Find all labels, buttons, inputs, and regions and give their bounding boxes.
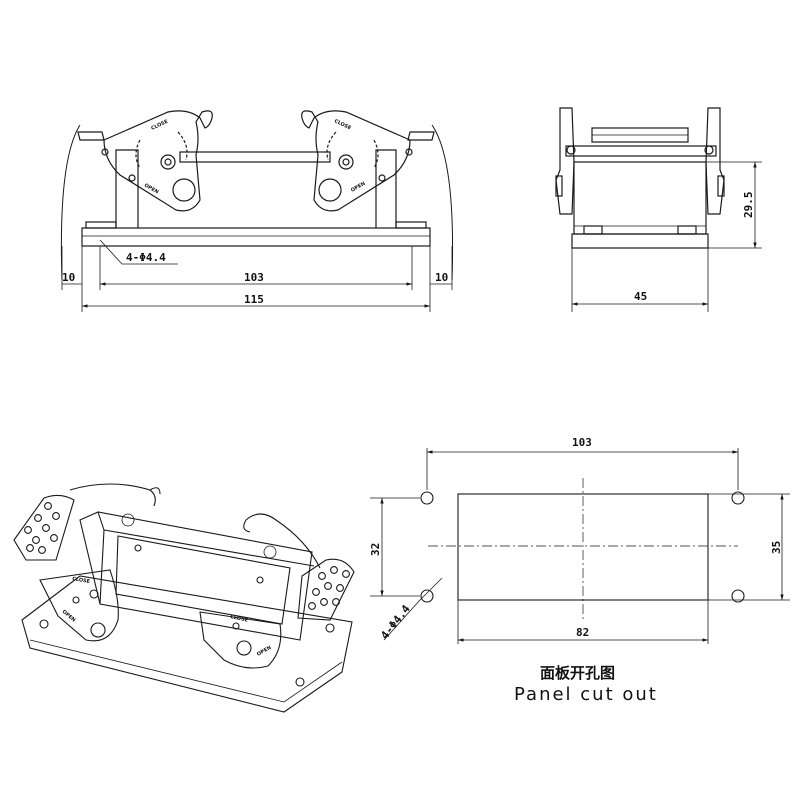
- panel-cutout: [420, 478, 745, 620]
- iso-left-flap-holes: [24, 502, 60, 554]
- front-dim-10-right: 10: [435, 271, 448, 284]
- cutout-dim-35: 35: [770, 541, 783, 554]
- front-right-lever: [301, 110, 413, 212]
- side-dimensions: [571, 161, 762, 312]
- iso-left-close-label: CLOSE: [72, 576, 91, 585]
- front-dim-115: 115: [244, 293, 264, 306]
- front-left-close-label: CLOSE: [150, 119, 169, 132]
- side-left-lever: [555, 107, 575, 215]
- iso-left-open-label: OPEN: [61, 609, 77, 624]
- front-right-pillar: [375, 149, 397, 228]
- side-dim-29-5: 29.5: [742, 192, 755, 219]
- iso-right-flap: [297, 558, 355, 621]
- cutout-dim-103: 103: [572, 436, 592, 449]
- front-right-hood-arc: [431, 124, 454, 281]
- cutout-hole-bottom-left: [420, 589, 434, 603]
- front-right-close-label: CLOSE: [333, 118, 352, 131]
- front-view: [60, 110, 454, 281]
- front-right-foot: [395, 221, 427, 229]
- iso-right-lever: [199, 611, 282, 669]
- side-right-lever: [705, 107, 725, 215]
- front-left-hood-arc: [60, 124, 81, 281]
- side-view: [555, 107, 725, 249]
- side-base: [571, 233, 709, 249]
- caption-english: Panel cut out: [514, 684, 658, 705]
- side-body: [573, 161, 707, 235]
- cutout-hole-bottom-right: [731, 589, 745, 603]
- iso-left-flap: [13, 494, 75, 561]
- front-dim-103: 103: [244, 271, 264, 284]
- iso-right-open-label: OPEN: [256, 645, 272, 658]
- cutout-dim-82: 82: [576, 626, 589, 639]
- front-left-foot: [85, 221, 117, 229]
- cutout-hole-top-right: [731, 491, 745, 505]
- isometric-view: [13, 483, 355, 713]
- iso-housing-frame: [79, 511, 313, 641]
- side-top-rail: [565, 145, 717, 157]
- iso-right-flap-holes: [308, 566, 350, 610]
- iso-right-close-label: CLOSE: [230, 614, 249, 624]
- front-dimensions: [61, 239, 453, 312]
- front-left-pillar: [115, 149, 139, 228]
- cutout-hole-top-left: [420, 491, 434, 505]
- front-dim-10-left: 10: [62, 271, 75, 284]
- front-hole-spec: 4-Φ4.4: [126, 251, 166, 264]
- front-left-lever: [101, 110, 213, 212]
- caption-chinese: 面板开孔图: [540, 664, 616, 682]
- front-left-open-label: OPEN: [143, 183, 159, 196]
- front-base-plate: [81, 227, 431, 247]
- side-dim-45: 45: [634, 290, 647, 303]
- cutout-hole-spec: 4-Φ4.4: [378, 602, 413, 642]
- front-right-open-label: OPEN: [350, 181, 366, 194]
- cutout-dimensions: [370, 448, 790, 644]
- cutout-dim-32: 32: [369, 543, 382, 556]
- iso-base-plate: [21, 575, 353, 713]
- iso-left-lever: [39, 569, 119, 642]
- front-top-rail: [179, 151, 331, 163]
